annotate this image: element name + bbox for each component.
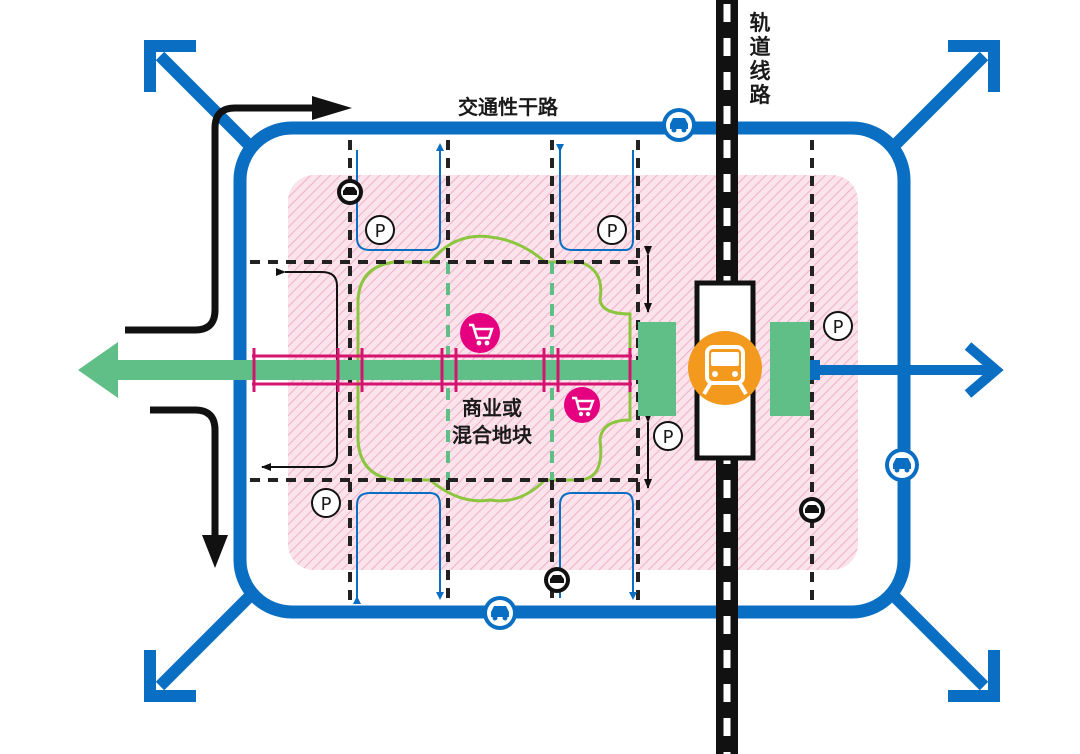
arrowhead-south bbox=[202, 535, 228, 568]
svg-text:P: P bbox=[321, 494, 332, 515]
commercial-block-outline bbox=[356, 234, 632, 503]
radial-roads bbox=[144, 40, 1000, 702]
parking-icon: P bbox=[653, 421, 683, 451]
taxi-icon bbox=[662, 108, 696, 142]
parking-icon: P bbox=[597, 215, 627, 245]
taxi-icon bbox=[799, 497, 825, 523]
taxi-icon bbox=[337, 179, 363, 205]
arterial-turn-arrows bbox=[125, 104, 320, 540]
taxi-icon bbox=[544, 567, 570, 593]
svg-text:P: P bbox=[607, 221, 618, 242]
svg-text:路: 路 bbox=[750, 83, 772, 107]
taxi-icon bbox=[885, 448, 919, 482]
parking-access-routes bbox=[353, 143, 637, 604]
parking-icon: P bbox=[823, 311, 853, 341]
local-road-grid bbox=[250, 140, 814, 605]
taxi-icon bbox=[483, 596, 517, 630]
svg-text:P: P bbox=[663, 427, 674, 448]
svg-text:混合地块: 混合地块 bbox=[452, 423, 533, 447]
svg-text:轨: 轨 bbox=[750, 11, 771, 35]
street-frontage-markers bbox=[252, 348, 632, 392]
east-exit-road bbox=[812, 342, 1004, 398]
arrowhead-east bbox=[312, 96, 352, 120]
shopping-cart-icon bbox=[460, 313, 500, 353]
metro-train-icon bbox=[688, 331, 762, 405]
svg-text:P: P bbox=[375, 221, 386, 242]
shopping-cart-icon bbox=[564, 387, 600, 423]
arterial-road-label: 交通性干路 bbox=[458, 95, 559, 119]
parking-icon: P bbox=[365, 215, 395, 245]
svg-text:道: 道 bbox=[750, 35, 771, 59]
pedestrian-axis bbox=[78, 322, 820, 416]
svg-text:线: 线 bbox=[750, 59, 771, 83]
svg-text:商业或: 商业或 bbox=[462, 396, 522, 420]
rail-line-label: 轨 道 线 路 bbox=[750, 11, 772, 107]
svg-text:P: P bbox=[833, 317, 844, 338]
district-label: 商业或 混合地块 bbox=[452, 396, 533, 447]
parking-icon: P bbox=[311, 488, 341, 518]
